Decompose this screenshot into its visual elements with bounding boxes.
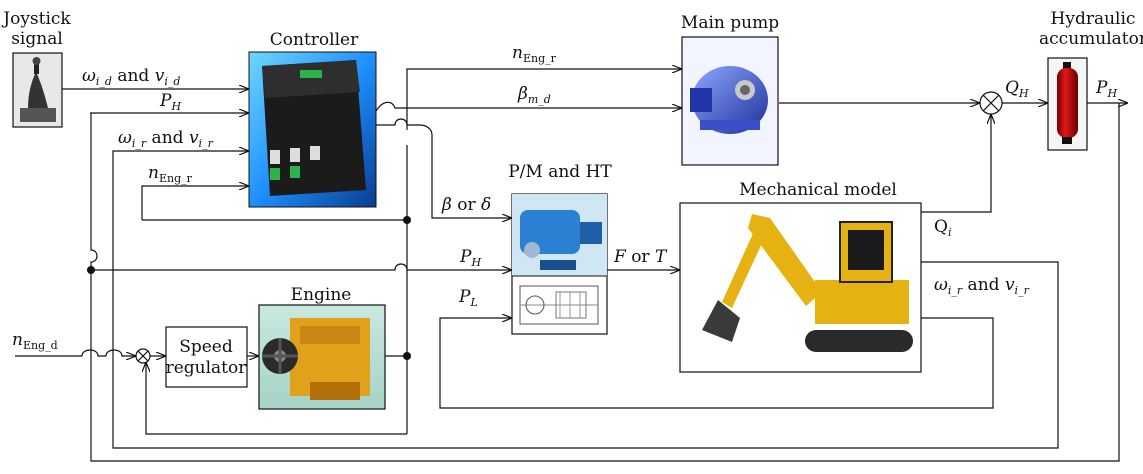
joystick-label-2: signal bbox=[11, 29, 63, 49]
connection-nodes bbox=[87, 216, 411, 360]
wire-beta-delta bbox=[376, 118, 511, 218]
signal-ph-out: PH bbox=[1095, 78, 1117, 100]
excavator-icon bbox=[702, 214, 913, 352]
signal-omega-ir-v-ir: ωi_r and vi_r bbox=[118, 128, 214, 150]
engine-label: Engine bbox=[291, 285, 352, 305]
wire-ph-pm bbox=[91, 263, 511, 270]
signal-qh: QH bbox=[1005, 78, 1029, 100]
signal-qi: Qi bbox=[934, 217, 951, 239]
signal-neng-r-ctrl: nEng_r bbox=[148, 163, 193, 185]
speed-regulator-label-1: Speed bbox=[179, 337, 233, 357]
engine-block bbox=[258, 304, 386, 410]
main-pump-block bbox=[681, 36, 779, 166]
accumulator-label-1: Hydraulic bbox=[1051, 9, 1136, 29]
pm-ht-label: P/M and HT bbox=[508, 162, 612, 182]
signal-neng-r-top: nEng_r bbox=[512, 43, 557, 65]
signal-ph-mid: PH bbox=[459, 247, 481, 269]
main-pump-label: Main pump bbox=[681, 13, 779, 33]
joystick-label-1: Joystick bbox=[1, 9, 71, 29]
signal-pl: PL bbox=[458, 287, 478, 309]
wire-ph-left-bus bbox=[90, 113, 98, 356]
wire-pl-loop bbox=[439, 318, 994, 409]
wire-engine-feedback bbox=[146, 363, 407, 435]
mechanical-model-block bbox=[679, 202, 922, 373]
motor-icon bbox=[512, 194, 607, 276]
joystick-icon bbox=[20, 57, 56, 122]
wire-qi-junction bbox=[921, 115, 991, 213]
controller-label: Controller bbox=[270, 30, 359, 50]
wire-neng-d bbox=[15, 349, 135, 356]
controller-block bbox=[248, 51, 377, 208]
signal-beta-or-delta: β or δ bbox=[441, 195, 491, 215]
joystick-block bbox=[12, 52, 63, 128]
signal-neng-d: nEng_d bbox=[12, 330, 58, 352]
signal-f-or-t: F or T bbox=[613, 247, 668, 267]
wire-omega-output-loop bbox=[112, 160, 1059, 449]
cutaway-icon bbox=[512, 275, 607, 325]
summing-junction-icon bbox=[979, 91, 1003, 115]
wire-neng-controller bbox=[141, 186, 248, 220]
speed-regulator-label-2: regulator bbox=[166, 358, 248, 378]
accumulator-block bbox=[1047, 57, 1088, 151]
wire-beta-pump bbox=[375, 101, 681, 111]
pm-ht-block bbox=[511, 193, 608, 335]
engine-icon bbox=[262, 318, 370, 400]
signal-beta-md: βm_d bbox=[517, 84, 551, 106]
controller-icon bbox=[262, 60, 366, 196]
accumulator-icon bbox=[1057, 62, 1078, 144]
wire-omega-feedback-controller bbox=[112, 151, 248, 160]
signal-ph-in: PH bbox=[159, 91, 181, 113]
mechanical-model-label: Mechanical model bbox=[739, 180, 897, 200]
wire-neng-pump bbox=[406, 69, 681, 130]
hydraulic-pump-icon bbox=[690, 66, 768, 134]
speed-summing-junction bbox=[135, 348, 151, 364]
connections bbox=[15, 69, 1127, 462]
accumulator-label-2: accumulator bbox=[1039, 29, 1143, 49]
speed-regulator-block bbox=[165, 326, 248, 388]
signal-omega-id-v-id: ωi_d and vi_d bbox=[82, 66, 180, 88]
wire-ph-return bbox=[90, 103, 1120, 462]
signal-omega-ir-v-ir-out: ωi_r and vi_r bbox=[934, 275, 1030, 297]
